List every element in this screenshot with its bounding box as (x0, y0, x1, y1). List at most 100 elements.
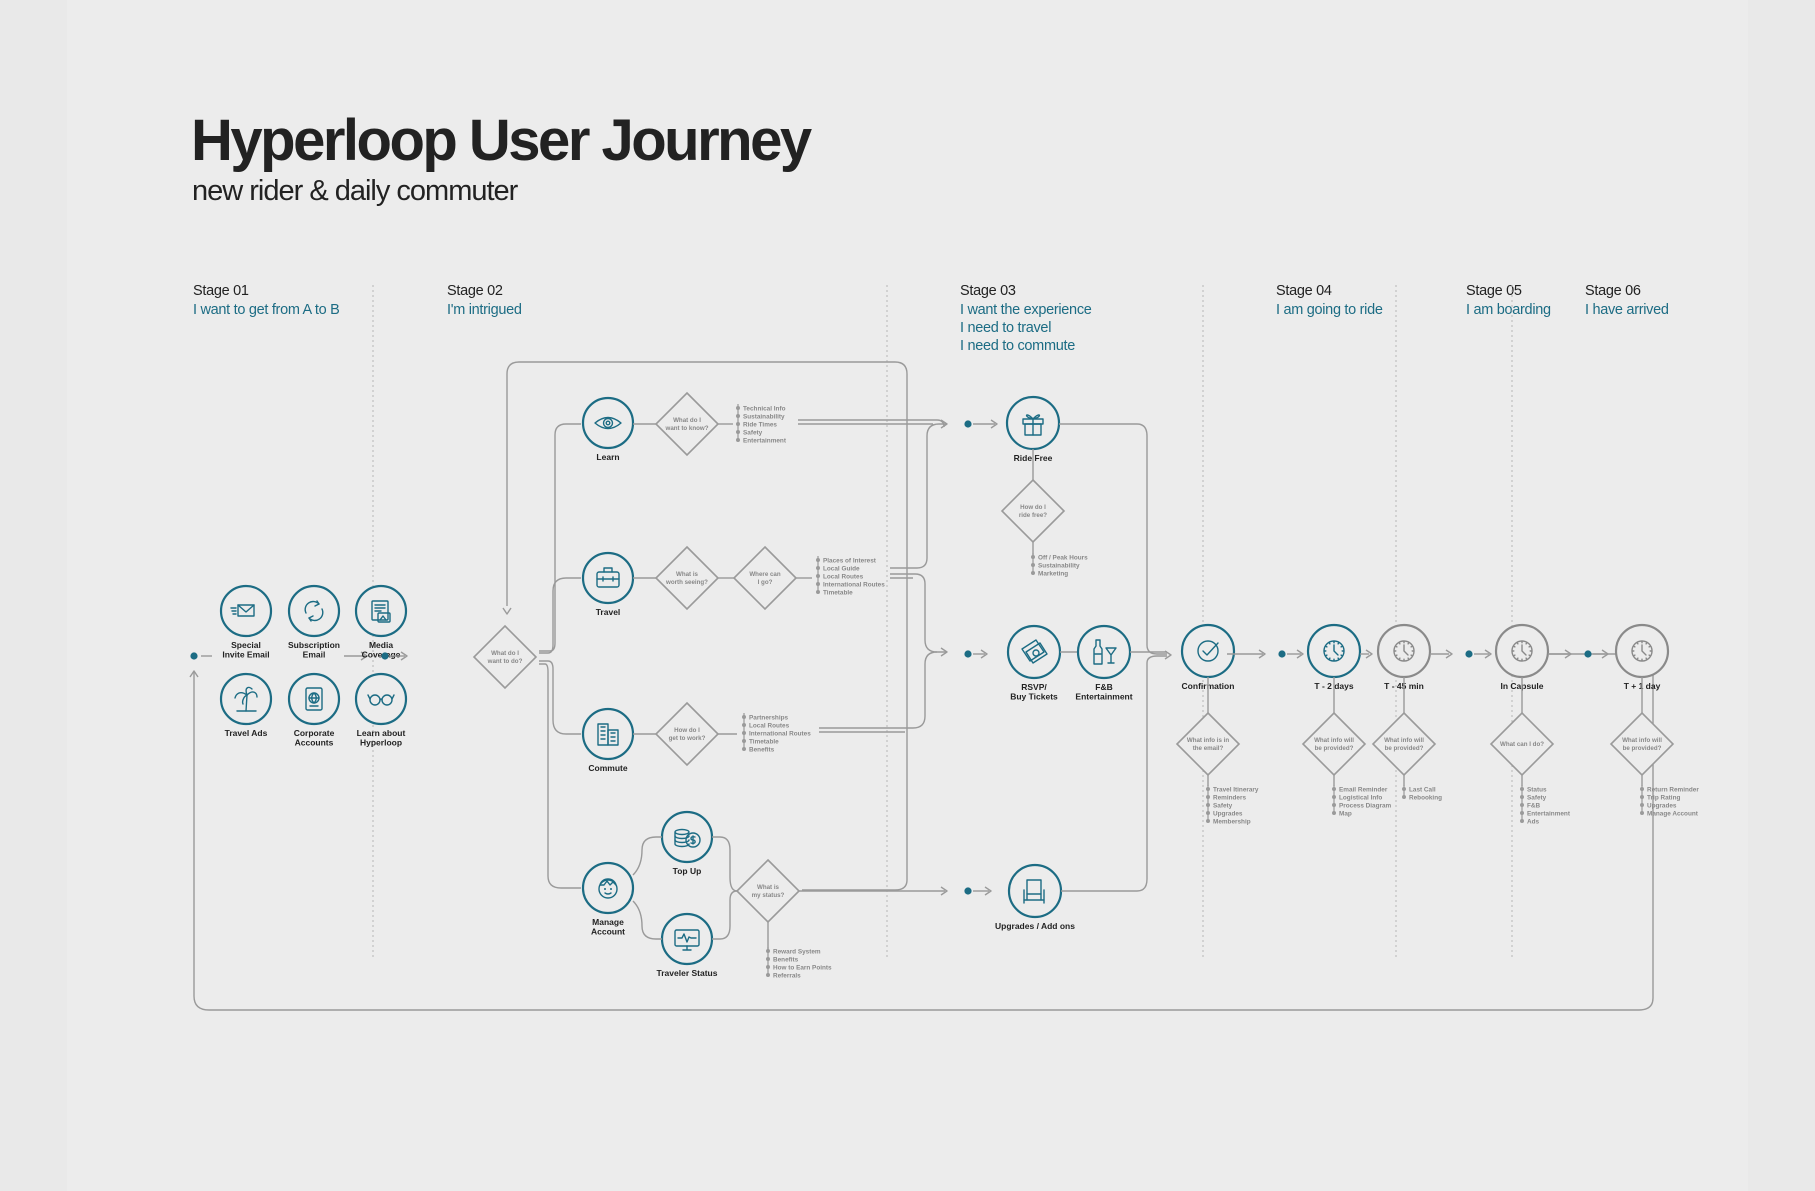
how-do-i-get-to-work-diamond (654, 701, 720, 767)
travel-ring (581, 551, 635, 605)
list-item: Local Routes (823, 573, 864, 580)
traveler-status-label: Traveler Status (657, 968, 718, 978)
arrow-head (502, 607, 512, 615)
special-invite-email-label: Invite Email (222, 650, 269, 660)
special-invite-email-label: Special (231, 640, 261, 650)
list-item: Local Routes (749, 722, 790, 729)
feedback-loop (506, 361, 908, 891)
what-info-will-be-provided-3-text: be provided? (1623, 745, 1662, 752)
list-bullet (1332, 787, 1336, 791)
stage-03-goal-3: I need to commute (960, 338, 1075, 354)
what-info-will-be-provided-1-diamond (1301, 711, 1367, 777)
suitcase-icon (596, 567, 620, 588)
list-bullet (1640, 811, 1644, 815)
connector-line (712, 836, 738, 892)
what-is-worth-seeing-text: What is (676, 571, 699, 578)
list-bullet (736, 422, 740, 426)
list-item: Status (1527, 786, 1547, 793)
list-bullet (816, 590, 820, 594)
list-item: Local Guide (823, 565, 860, 572)
list-item: Timetable (749, 738, 779, 745)
list-item: Upgrades (1647, 802, 1677, 809)
list-item: Entertainment (743, 437, 787, 444)
newspaper-icon (371, 600, 391, 623)
list-bullet (816, 582, 820, 586)
media-coverage-label: Media (369, 640, 393, 650)
list-bullet (1206, 803, 1210, 807)
what-can-i-do-text: What can I do? (1500, 741, 1544, 748)
clock-icon (1511, 640, 1533, 662)
start-dot (964, 650, 972, 658)
list-item: Trip Rating (1647, 794, 1680, 801)
travel-ads-label: Travel Ads (225, 728, 268, 738)
list-bullet (1206, 787, 1210, 791)
list-item: Ride Times (743, 421, 777, 428)
route-travel-down (890, 573, 947, 653)
arrow-head (984, 886, 992, 896)
start-dot (1584, 650, 1592, 658)
start-dot (190, 652, 198, 660)
arrow-head (1484, 649, 1492, 659)
stage-06-number: Stage 06 (1585, 283, 1641, 299)
list-item: Reward System (773, 948, 821, 955)
list-item: Logistical Info (1339, 794, 1382, 801)
list-bullet (1640, 787, 1644, 791)
list-bullet (766, 957, 770, 961)
branch-travel (539, 577, 581, 654)
list-item: Upgrades (1213, 810, 1243, 817)
connector-line (632, 900, 662, 940)
rsvp-buy-tickets-node: RSVP/Buy Tickets (1006, 624, 1062, 702)
branch-manage (539, 663, 581, 889)
what-do-i-want-to-do-text: want to do? (487, 658, 523, 665)
list-bullet (742, 747, 746, 751)
arrow-head (1601, 649, 1609, 659)
list-bullet (742, 731, 746, 735)
connector-line (632, 836, 662, 876)
list-item: F&B (1527, 802, 1541, 809)
start-dot (964, 420, 972, 428)
stage-03-number: Stage 03 (960, 283, 1016, 299)
what-do-i-want-to-know-text: want to know? (665, 425, 709, 432)
branch-learn (539, 423, 581, 652)
list-item: Partnerships (749, 714, 789, 721)
list-item: Timetable (823, 589, 853, 596)
stage-01-number: Stage 01 (193, 283, 249, 299)
return-loop (193, 653, 1654, 1011)
corporate-accounts-label: Corporate (294, 728, 335, 738)
list-item: Benefits (773, 956, 799, 963)
fb-entertainment-label: F&B (1095, 682, 1112, 692)
what-is-my-status-text: my status? (752, 892, 785, 899)
page-subtitle: new rider & daily commuter (192, 175, 518, 207)
merge-ride-free (1059, 423, 1167, 655)
what-is-my-status-diamond (735, 858, 801, 924)
list-bullet (736, 438, 740, 442)
list-bullet (1031, 563, 1035, 567)
stage-03-goal-1: I want the experience (960, 302, 1092, 318)
list-item: Email Reminder (1339, 786, 1388, 793)
what-info-is-in-the-email-diamond (1175, 711, 1241, 777)
list-bullet (1031, 571, 1035, 575)
what-info-will-be-provided-3-text: What info will (1622, 737, 1662, 744)
list-bullet (742, 739, 746, 743)
list-bullet (1520, 811, 1524, 815)
list-item: Entertainment (1527, 810, 1571, 817)
what-info-is-in-the-email-text: the email? (1193, 745, 1224, 752)
list-bullet (1332, 811, 1336, 815)
rsvp-buy-tickets-label: RSVP/ (1021, 682, 1047, 692)
arrow-head (980, 649, 988, 659)
arrow-head (1164, 650, 1172, 660)
manage-account-label: Account (591, 927, 625, 937)
traveler-status-ring (660, 912, 714, 966)
list-item: Safety (743, 429, 763, 436)
